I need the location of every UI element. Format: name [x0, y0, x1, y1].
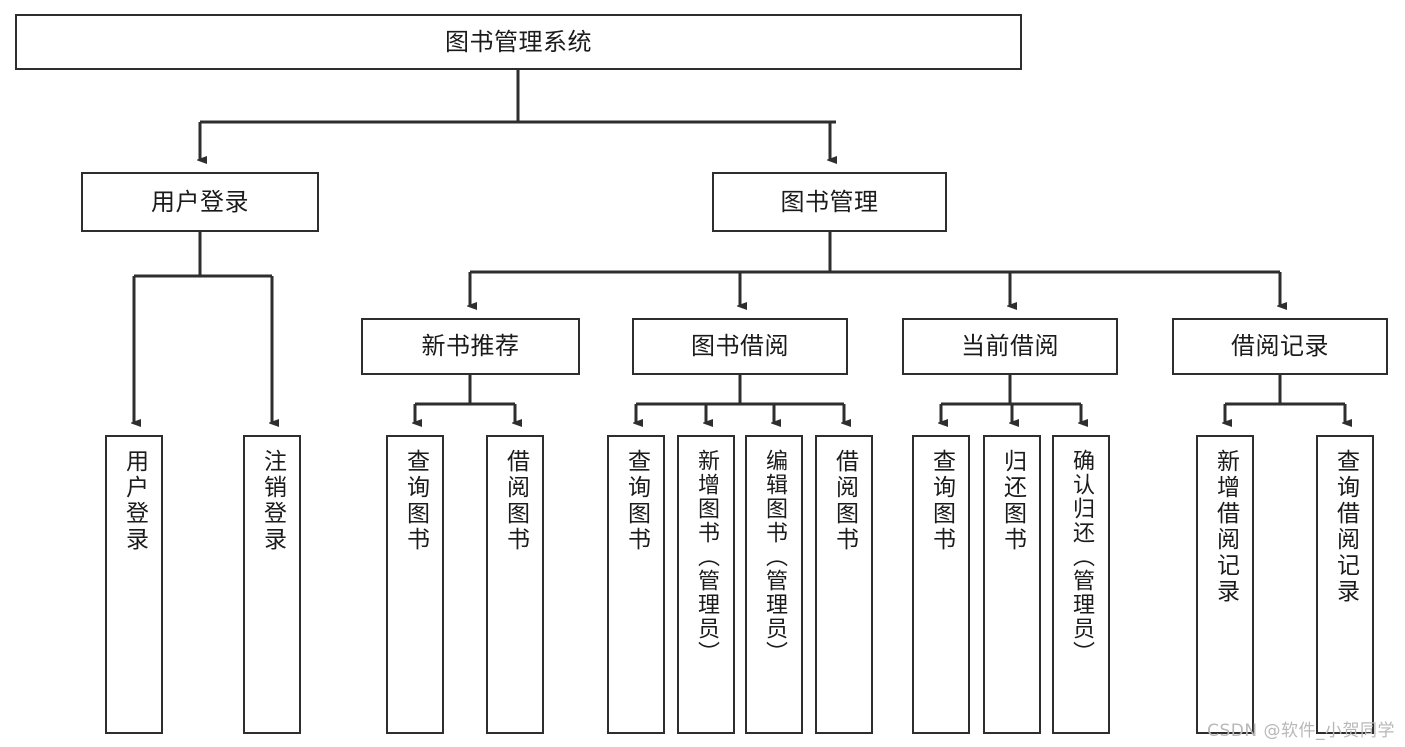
node-leaf-confirm-return[interactable]: 确认归还（管理员）	[1052, 435, 1110, 734]
node-label: 当前借阅	[961, 332, 1059, 361]
node-leaf-borrow-book-recommend[interactable]: 借阅图书	[486, 435, 544, 734]
node-label: 借阅记录	[1231, 332, 1329, 361]
node-leaf-return-book[interactable]: 归还图书	[983, 435, 1041, 734]
node-book-borrow[interactable]: 图书借阅	[632, 318, 848, 375]
node-leaf-add-book[interactable]: 新增图书（管理员）	[677, 435, 735, 734]
node-leaf-query-borrow-record[interactable]: 查询借阅记录	[1316, 435, 1374, 734]
node-label: 用户登录	[121, 449, 148, 553]
node-leaf-query-book-recommend[interactable]: 查询图书	[386, 435, 444, 734]
node-label: 用户登录	[151, 187, 249, 216]
node-book-management[interactable]: 图书管理	[712, 172, 947, 232]
node-label: 新增图书（管理员）	[694, 449, 719, 665]
node-leaf-borrow-book[interactable]: 借阅图书	[815, 435, 873, 734]
node-label: 新增借阅记录	[1212, 449, 1239, 605]
node-label: 归还图书	[999, 449, 1026, 553]
node-label: 查询图书	[928, 449, 955, 553]
node-borrow-record[interactable]: 借阅记录	[1172, 318, 1388, 375]
node-label: 图书管理系统	[445, 27, 592, 56]
node-leaf-query-book-borrow[interactable]: 查询图书	[607, 435, 665, 734]
node-leaf-query-book-current[interactable]: 查询图书	[912, 435, 970, 734]
node-label: 查询图书	[623, 449, 650, 553]
node-label: 借阅图书	[831, 449, 858, 553]
node-label: 确认归还（管理员）	[1069, 449, 1094, 665]
node-label: 图书管理	[780, 187, 879, 216]
node-user-login[interactable]: 用户登录	[81, 172, 319, 232]
node-leaf-edit-book[interactable]: 编辑图书（管理员）	[745, 435, 803, 734]
node-label: 查询图书	[402, 449, 429, 553]
node-label: 注销登录	[259, 449, 286, 553]
node-new-book-recommend[interactable]: 新书推荐	[361, 318, 580, 375]
watermark-text: CSDN @软件_小贺同学	[1207, 721, 1395, 741]
node-leaf-user-login[interactable]: 用户登录	[105, 435, 163, 734]
node-label: 编辑图书（管理员）	[762, 449, 787, 665]
node-root-system[interactable]: 图书管理系统	[15, 14, 1022, 70]
node-leaf-add-borrow-record[interactable]: 新增借阅记录	[1196, 435, 1254, 734]
node-label: 借阅图书	[502, 449, 529, 553]
node-label: 图书借阅	[691, 332, 789, 361]
node-current-borrow[interactable]: 当前借阅	[902, 318, 1118, 375]
node-label: 查询借阅记录	[1332, 449, 1359, 605]
node-leaf-logout[interactable]: 注销登录	[243, 435, 301, 734]
node-label: 新书推荐	[421, 332, 520, 361]
